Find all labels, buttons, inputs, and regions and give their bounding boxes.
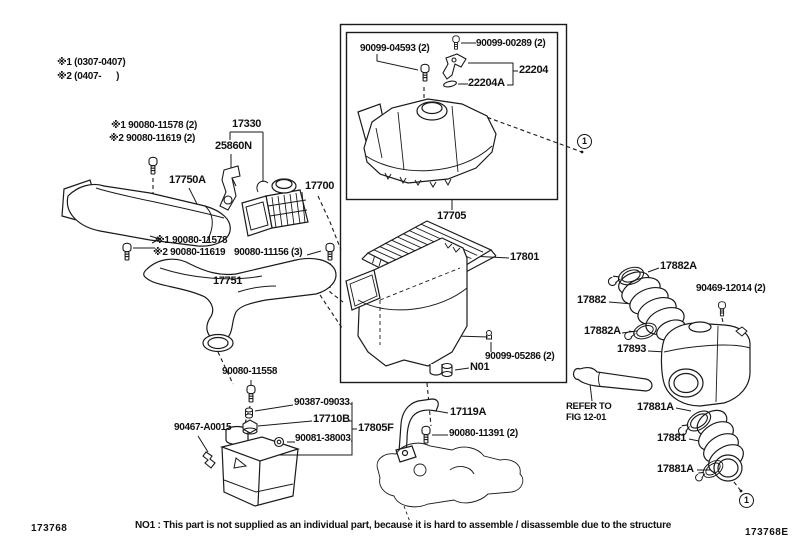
maf-sensor-drawing: [442, 53, 467, 80]
bolt-icon: [246, 384, 256, 403]
part-label-17330: 17330: [232, 118, 262, 130]
part-label-17881: 17881: [657, 432, 687, 444]
part-label-17750A: 17750A: [169, 174, 206, 186]
callout-1-top: 1: [577, 134, 592, 149]
part-label-17893: 17893: [617, 343, 647, 355]
air-inlet-duct-drawing: [61, 179, 231, 247]
air-cleaner-case-drawing: [345, 237, 468, 376]
part-label-17710B: 17710B: [313, 413, 350, 425]
part-label-17882A-2: 17882A: [584, 325, 621, 337]
vacuum-valve-drawing: [219, 165, 241, 211]
maf-tube-drawing: [241, 178, 309, 237]
part-label-90081-38003: 90081-38003: [295, 433, 351, 444]
clip-icon: [202, 451, 216, 469]
inset-boxes: [339, 23, 568, 384]
figure-code-right: 173768E: [745, 527, 789, 538]
part-label-17119A: 17119A: [450, 406, 487, 418]
air-cleaner-cap-drawing: [357, 98, 497, 188]
part-label-90080-11619-b: ※2 90080-11619: [153, 247, 226, 258]
footnote: NO1 : This part is not supplied as an in…: [135, 520, 672, 531]
part-label-17801: 17801: [510, 251, 540, 263]
washer-icon: [273, 436, 285, 448]
part-label-17882: 17882: [577, 294, 607, 306]
o-ring-icon: [443, 80, 457, 88]
part-label-90080-11619: ※2 90080-11619 (2): [109, 133, 196, 144]
part-label-22204A: 22204A: [468, 77, 505, 89]
part-label-90099-05286: 90099-05286 (2): [485, 351, 555, 362]
clip-icon: [486, 330, 492, 340]
part-label-90099-00289: 90099-00289 (2): [476, 38, 546, 49]
bolt-icon: [421, 425, 431, 444]
bracket-drawing: [395, 398, 439, 463]
engine-outline-drawing: [376, 442, 524, 523]
refer-to-label: REFER TO: [566, 401, 612, 412]
leader-lines: [133, 42, 712, 471]
part-label-25860N: 25860N: [215, 140, 252, 152]
hose-17881-drawing: [696, 409, 744, 482]
grommet-icon: [441, 362, 453, 378]
legend-line-1: ※1 (0307-0407): [57, 57, 126, 68]
screw-icon: [452, 35, 460, 50]
bolt-icon: [122, 242, 132, 261]
part-label-17700: 17700: [305, 180, 335, 192]
part-label-17705: 17705: [437, 210, 467, 222]
part-label-N01: N01: [470, 361, 490, 373]
part-label-90387-09033: 90387-09033: [294, 397, 350, 408]
part-label-17751: 17751: [213, 275, 243, 287]
bolt-icon: [325, 242, 335, 261]
part-label-17881A-1: 17881A: [637, 401, 674, 413]
refer-hose-drawing: [572, 366, 653, 392]
refer-fig-label: FIG 12-01: [566, 412, 607, 423]
figure-code-left: 173768: [31, 523, 68, 534]
part-label-22204: 22204: [519, 64, 549, 76]
nut-icon: [242, 419, 258, 435]
legend-line-2: ※2 (0407- ): [57, 71, 120, 82]
washer-tank-drawing: [219, 425, 300, 507]
part-label-17881A-2: 17881A: [657, 463, 694, 475]
screw-icon: [420, 63, 430, 82]
part-label-90099-04593: 90099-04593 (2): [360, 43, 430, 54]
part-label-90467-A0015: 90467-A0015: [174, 422, 232, 433]
part-label-90080-11578: ※1 90080-11578 (2): [111, 120, 198, 131]
part-label-90080-11558: 90080-11558: [222, 366, 278, 377]
part-label-17882A-1: 17882A: [660, 260, 697, 272]
part-label-90080-11156: 90080-11156 (3): [234, 247, 303, 258]
part-label-90080-11391: 90080-11391 (2): [449, 428, 518, 439]
part-label-90469-12014: 90469-12014 (2): [696, 283, 766, 294]
part-label-90080-11578-b: ※1 90080-11578: [155, 235, 228, 246]
bolt-icon: [148, 156, 158, 175]
grommet-icon: [245, 407, 253, 419]
part-label-17805F: 17805F: [358, 422, 394, 434]
resonator-drawing: [660, 321, 751, 407]
screw-icon: [718, 301, 726, 317]
air-hose-duct-drawing: [143, 257, 337, 353]
callout-1-bottom: 1: [739, 493, 754, 508]
